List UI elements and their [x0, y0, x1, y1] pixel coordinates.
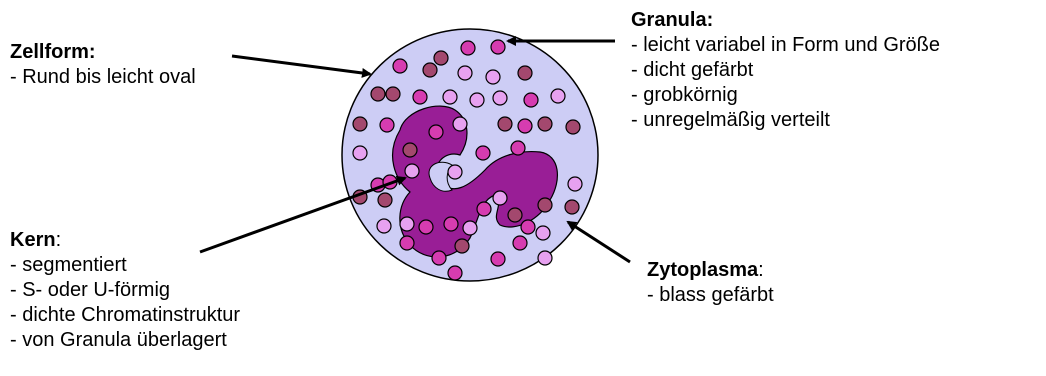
granule — [423, 63, 437, 77]
zellform-label: Zellform: - Rund bis leicht oval — [10, 40, 196, 90]
kern-line-2: - S- oder U-förmig — [10, 278, 240, 303]
granule — [448, 266, 462, 280]
kern-line-4: - von Granula überlagert — [10, 328, 240, 353]
granule — [524, 93, 538, 107]
zytoplasma-title-suffix: : — [758, 259, 764, 281]
arrow-zytoplasma — [568, 222, 630, 262]
granule — [486, 70, 500, 84]
arrow-zellform — [232, 56, 370, 74]
granule — [538, 251, 552, 265]
granule — [393, 59, 407, 73]
granule — [443, 90, 457, 104]
granule — [518, 119, 532, 133]
granula-label: Granula: - leicht variabel in Form und G… — [631, 8, 940, 133]
granule — [470, 93, 484, 107]
granule — [400, 217, 414, 231]
granule — [405, 164, 419, 178]
kern-label: Kern: - segmentiert - S- oder U-förmig -… — [10, 228, 240, 353]
granule — [444, 217, 458, 231]
granule — [538, 117, 552, 131]
granule — [463, 221, 477, 235]
zytoplasma-line-1: - blass gefärbt — [647, 283, 774, 308]
granule — [551, 89, 565, 103]
granule — [476, 146, 490, 160]
granule — [432, 251, 446, 265]
granule — [380, 118, 394, 132]
granule — [508, 208, 522, 222]
granule — [455, 239, 469, 253]
granule — [353, 146, 367, 160]
granule — [491, 40, 505, 54]
kern-title: Kern — [10, 229, 56, 251]
zytoplasma-title: Zytoplasma — [647, 259, 758, 281]
granule — [453, 117, 467, 131]
granule — [536, 226, 550, 240]
granule — [538, 198, 552, 212]
granule — [566, 120, 580, 134]
granule — [353, 117, 367, 131]
granule — [429, 125, 443, 139]
granule — [434, 51, 448, 65]
granule — [477, 202, 491, 216]
granule — [413, 90, 427, 104]
granule — [419, 220, 433, 234]
granule — [518, 66, 532, 80]
granule — [400, 236, 414, 250]
cytoplasm — [342, 29, 598, 281]
granula-line-3: - grobkörnig — [631, 83, 940, 108]
granule — [568, 177, 582, 191]
zellform-line-1: - Rund bis leicht oval — [10, 65, 196, 90]
granula-line-2: - dicht gefärbt — [631, 58, 940, 83]
granule — [403, 143, 417, 157]
granula-line-4: - unregelmäßig verteilt — [631, 108, 940, 133]
granula-line-1: - leicht variabel in Form und Größe — [631, 33, 940, 58]
kern-line-1: - segmentiert — [10, 253, 240, 278]
granule — [461, 41, 475, 55]
granule — [511, 141, 525, 155]
granule — [378, 193, 392, 207]
granule — [377, 219, 391, 233]
granule — [498, 117, 512, 131]
granule — [458, 66, 472, 80]
kern-line-3: - dichte Chromatinstruktur — [10, 303, 240, 328]
granula-title: Granula: — [631, 9, 713, 31]
granule — [493, 91, 507, 105]
granule — [493, 191, 507, 205]
kern-title-suffix: : — [56, 229, 62, 251]
zellform-title: Zellform: — [10, 41, 96, 63]
granule — [386, 87, 400, 101]
granule — [371, 87, 385, 101]
granule — [521, 220, 535, 234]
zytoplasma-label: Zytoplasma: - blass gefärbt — [647, 258, 774, 308]
granule — [565, 200, 579, 214]
granule — [513, 236, 527, 250]
granule — [491, 252, 505, 266]
granule — [448, 165, 462, 179]
